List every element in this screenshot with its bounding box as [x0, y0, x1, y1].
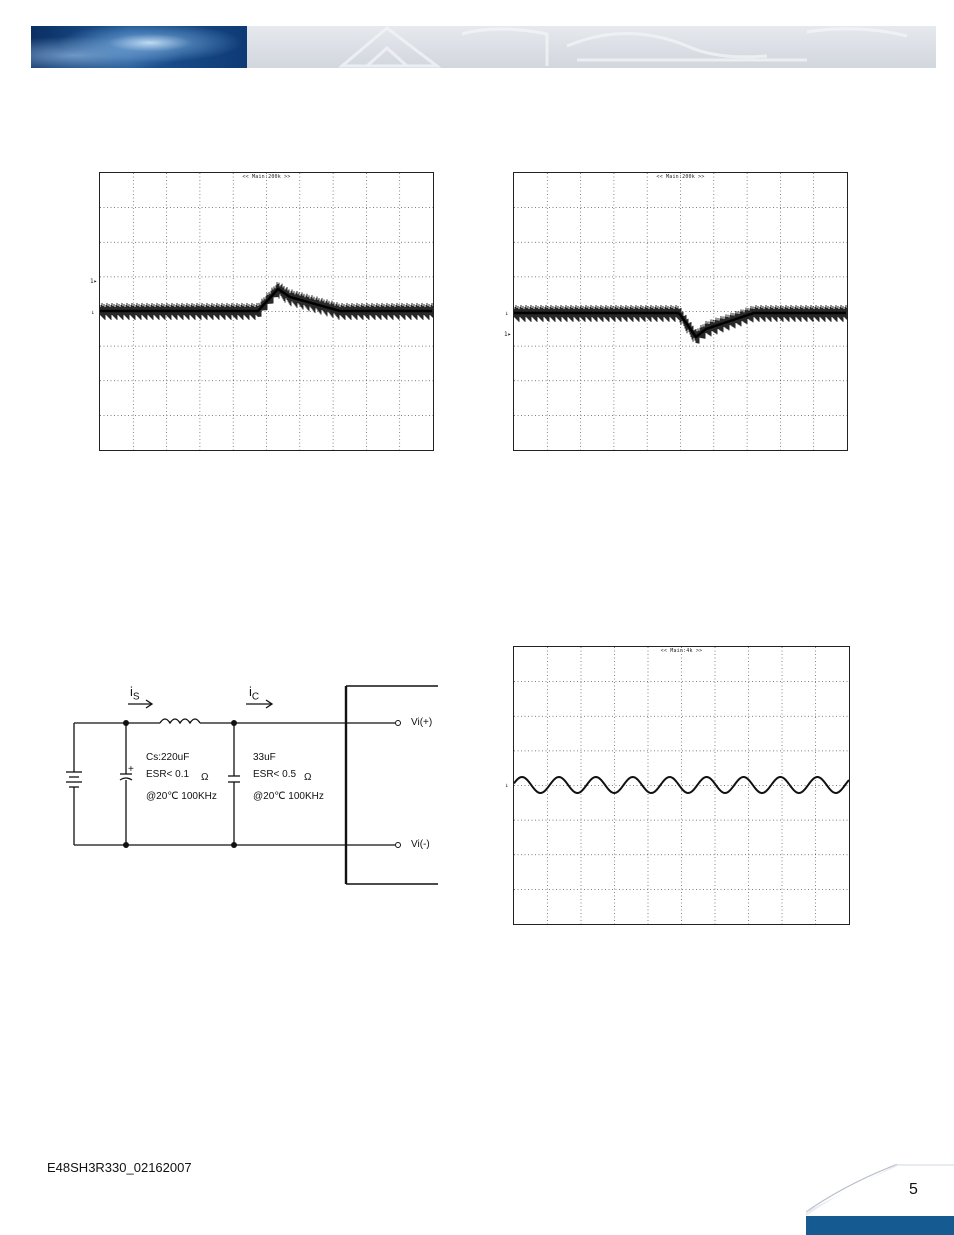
page-corner-decoration	[806, 1164, 954, 1235]
scope-top-right: << Main:200k >>	[513, 172, 848, 451]
is-letter: i	[130, 684, 133, 699]
header-photo	[31, 26, 247, 68]
ic-subscript: C	[251, 691, 260, 703]
scope-trace-core	[514, 311, 846, 339]
scope-bottom-right: << Main:4k >>	[513, 646, 850, 925]
ground-marker: ↓	[91, 309, 95, 316]
scope-graticule	[514, 173, 847, 450]
document-code: E48SH3R330_02162007	[47, 1160, 192, 1175]
header-logo-watermark	[337, 26, 908, 68]
channel-marker: 1▸	[504, 331, 512, 338]
c2-value: 33uF	[253, 752, 276, 763]
scope-trace	[514, 775, 849, 795]
scope-plot	[100, 173, 433, 450]
cs-condition: @20℃ 100KHz	[146, 791, 217, 802]
circuit-schematic	[66, 685, 438, 885]
c2-ohm: Ω	[304, 772, 312, 783]
scope-plot	[514, 173, 847, 450]
scope-plot	[514, 647, 849, 924]
ground-marker: ↓	[505, 310, 509, 317]
scope-trace-core	[100, 287, 432, 313]
ic-label: iC	[249, 684, 259, 703]
is-subscript: S	[132, 691, 140, 703]
cs-value: Cs:220uF	[146, 752, 190, 763]
cs-plus-sign: +	[128, 764, 134, 775]
header-banner	[31, 26, 936, 68]
cs-esr: ESR< 0.1	[146, 769, 190, 780]
ground-marker: ↓	[505, 782, 509, 789]
cs-ohm: Ω	[201, 772, 209, 783]
vi-minus-label: Vi(-)	[411, 839, 430, 850]
ic-letter: i	[249, 684, 252, 699]
c2-condition: @20℃ 100KHz	[253, 791, 324, 802]
is-label: iS	[130, 684, 140, 703]
input-filter-circuit: iS iC + Cs:220uF ESR< 0.1 Ω @20℃ 100KHz …	[60, 670, 445, 895]
vi-plus-label: Vi(+)	[411, 717, 433, 728]
page-number: 5	[909, 1181, 918, 1198]
c2-esr: ESR< 0.5	[253, 769, 297, 780]
channel-marker: 1▸	[90, 278, 98, 285]
scope-top-left: << Main:200k >>	[99, 172, 434, 451]
scope-graticule	[514, 647, 849, 924]
